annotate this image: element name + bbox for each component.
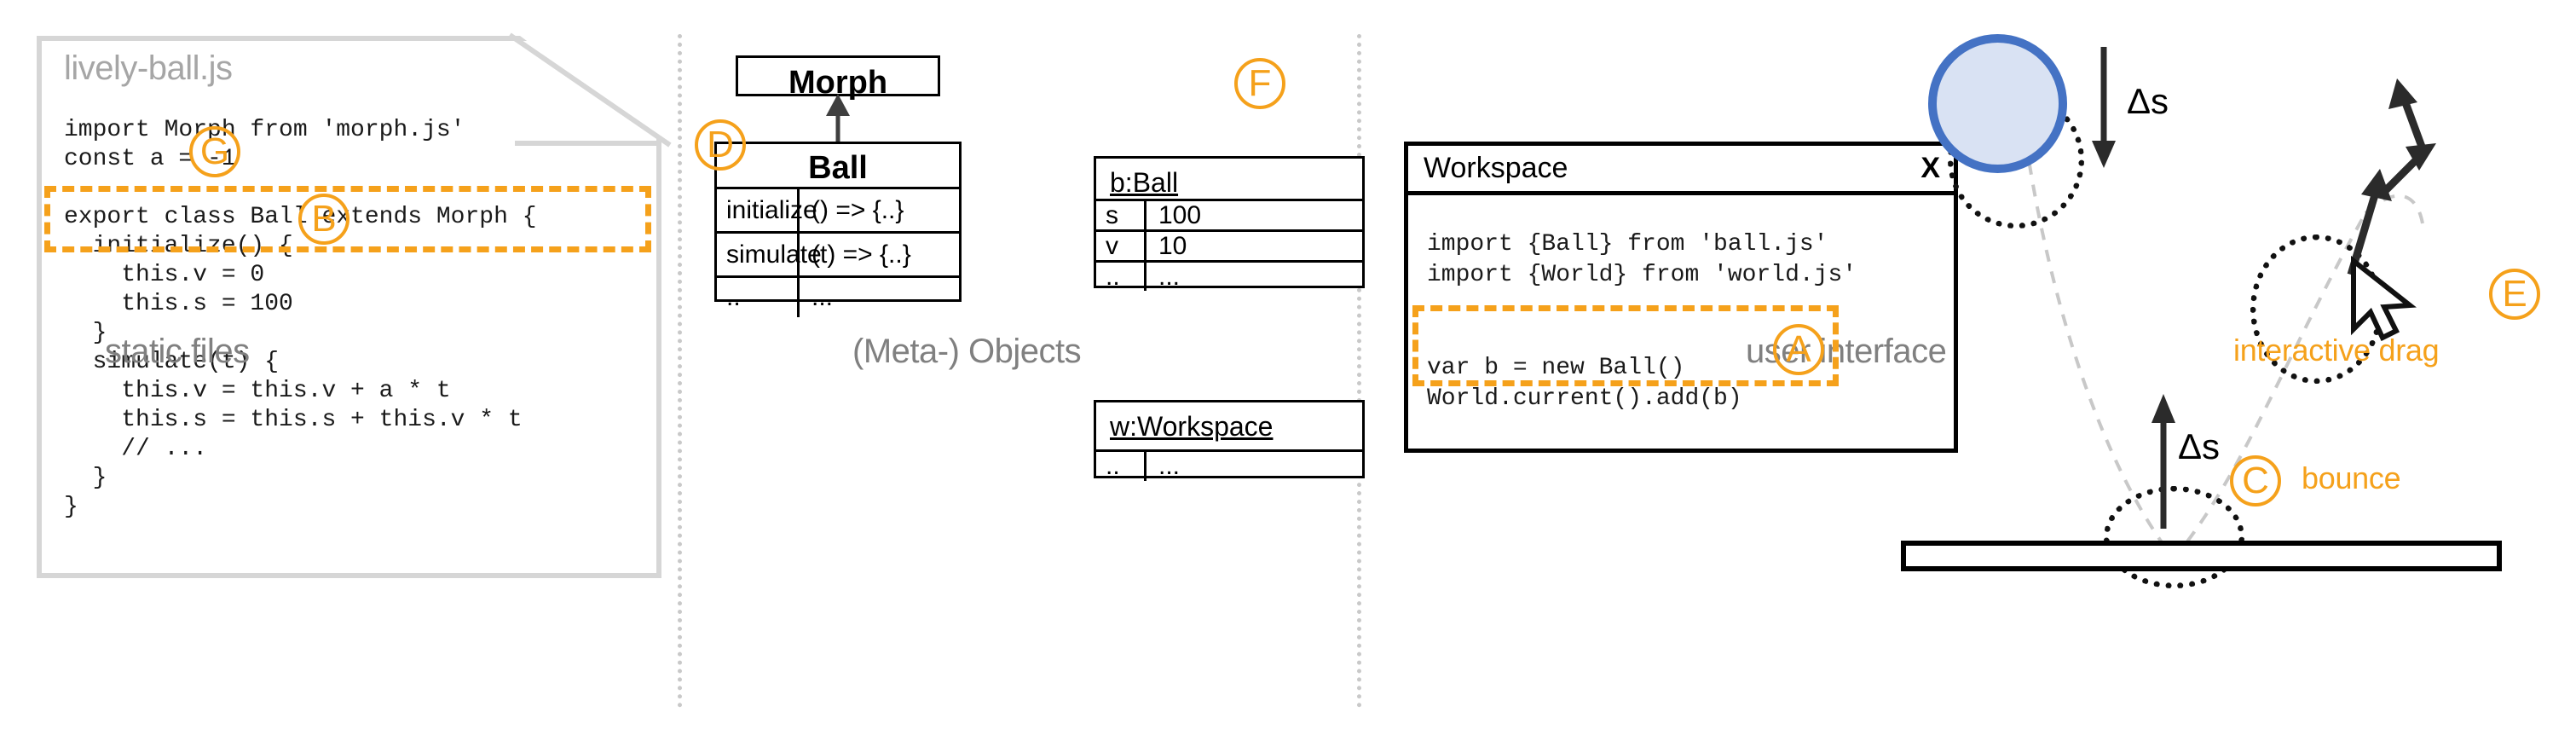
object-table-ball[interactable]: b:Ball s 100 v 10 .. ... <box>1094 156 1365 291</box>
inheritance-arrow-icon <box>826 94 850 143</box>
divider-left <box>678 34 682 708</box>
ball-solid[interactable] <box>1928 34 2067 173</box>
table-row: .. ... <box>1094 260 1365 291</box>
label-bounce: bounce <box>2302 460 2401 495</box>
object-ball-title: b:Ball <box>1110 167 1179 198</box>
drag-path-arrows-icon <box>2347 78 2436 276</box>
marker-d[interactable]: D <box>695 119 746 171</box>
uml-method-signature: (t) => {..} <box>811 240 911 269</box>
uml-method-row: .. ... <box>714 275 962 317</box>
object-field-value: 100 <box>1158 200 1202 229</box>
uml-method-signature: ... <box>811 283 834 311</box>
label-interactive-drag: interactive drag <box>2233 333 2440 368</box>
divider-right <box>1357 34 1361 708</box>
object-field-value: ... <box>1158 452 1181 480</box>
caption-meta-objects: (Meta-) Objects <box>852 333 1082 370</box>
ground-platform <box>1901 541 2502 571</box>
uml-method-name: .. <box>714 278 800 317</box>
object-field-key: .. <box>1094 452 1146 481</box>
highlight-box-simulate <box>44 186 651 252</box>
workspace-titlebar[interactable]: Workspace X <box>1408 146 1954 195</box>
object-field-key: v <box>1094 232 1146 260</box>
uml-ball-title: Ball <box>808 150 868 186</box>
uml-method-name: initialize <box>714 189 817 231</box>
workspace-window[interactable]: Workspace X import {Ball} from 'ball.js'… <box>1404 142 1958 453</box>
workspace-statements-code[interactable]: var b = new Ball() World.current().add(b… <box>1427 355 1742 412</box>
marker-b[interactable]: B <box>298 194 349 245</box>
uml-class-ball[interactable]: Ball initialize () => {..} simulate (t) … <box>714 142 962 317</box>
marker-c[interactable]: C <box>2230 455 2281 507</box>
uml-method-row: initialize () => {..} <box>714 187 962 231</box>
ball-simulation-scene: Δs Δs <box>1901 0 2576 648</box>
object-table-workspace[interactable]: w:Workspace .. ... <box>1094 400 1365 481</box>
highlight-box-statements <box>1412 305 1839 386</box>
caption-static-files: static files <box>105 333 250 370</box>
uml-class-morph[interactable]: Morph <box>736 55 940 101</box>
marker-f[interactable]: F <box>1234 58 1285 109</box>
marker-e[interactable]: E <box>2489 269 2540 320</box>
uml-method-signature: () => {..} <box>811 195 904 224</box>
page-fold-icon <box>515 36 661 146</box>
workspace-title: Workspace <box>1424 152 1568 184</box>
delta-s-down-arrow-icon <box>2092 47 2116 168</box>
delta-s-bottom-label: Δs <box>2178 426 2221 466</box>
table-row: v 10 <box>1094 229 1365 260</box>
object-field-value: ... <box>1158 262 1181 291</box>
workspace-imports-code[interactable]: import {Ball} from 'ball.js' import {Wor… <box>1427 231 1857 288</box>
object-field-key: s <box>1094 201 1146 229</box>
delta-s-top-label: Δs <box>2127 81 2169 121</box>
close-icon[interactable]: X <box>1920 152 1940 184</box>
static-file-card[interactable]: lively-ball.js import Morph from 'morph.… <box>37 36 661 578</box>
uml-method-name: simulate <box>714 234 822 275</box>
file-source-code[interactable]: import Morph from 'morph.js' const a = -… <box>64 117 537 520</box>
object-field-value: 10 <box>1158 231 1187 260</box>
marker-a[interactable]: A <box>1773 324 1824 375</box>
ghost-ball-bounce <box>2104 486 2244 588</box>
table-row: .. ... <box>1094 449 1365 481</box>
uml-method-row: simulate (t) => {..} <box>714 231 962 275</box>
table-row: s 100 <box>1094 199 1365 229</box>
object-workspace-title: w:Workspace <box>1110 411 1274 442</box>
file-name-label: lively-ball.js <box>64 49 233 87</box>
object-field-key: .. <box>1094 263 1146 291</box>
delta-s-up-arrow-icon <box>2151 394 2175 529</box>
cursor-icon <box>2351 255 2417 342</box>
marker-g[interactable]: G <box>189 126 240 177</box>
